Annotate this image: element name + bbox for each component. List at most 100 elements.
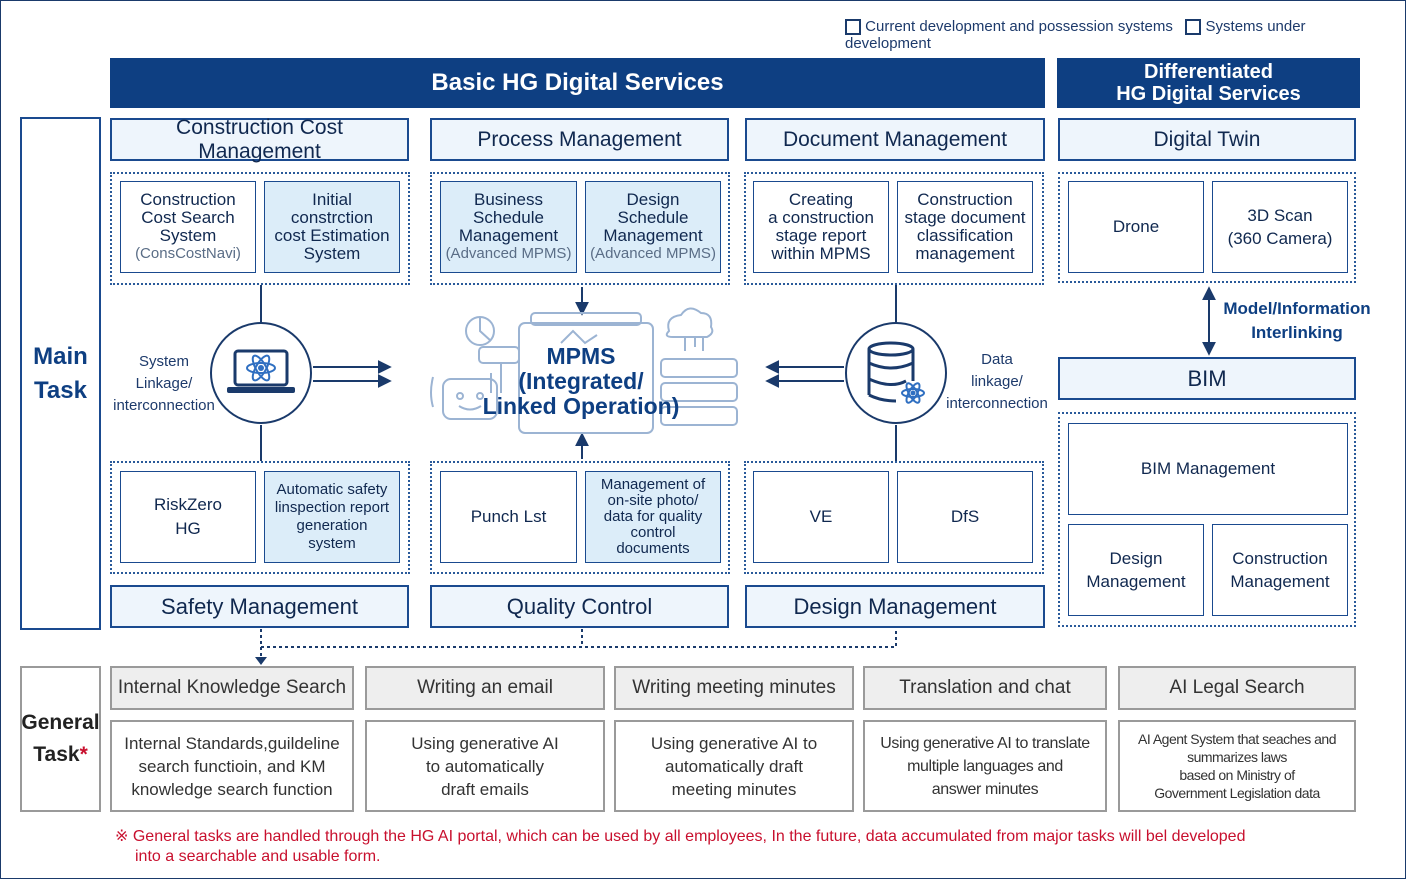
box-line: Management of [600, 476, 706, 493]
box-bim-management: BIM Management [1068, 423, 1348, 515]
box-line: control [630, 524, 676, 541]
box-dfs: DfS [897, 471, 1033, 563]
desc-line: knowledge search function [131, 779, 333, 799]
data-linkage-label: Data linkage/ interconnection [939, 347, 1055, 417]
box-line: data for quality [603, 508, 703, 525]
box-line: classification [916, 226, 1014, 245]
general-task-label: General Task* [20, 666, 101, 812]
box-line: Cost Search [141, 208, 235, 227]
header-bim: BIM [1058, 357, 1356, 400]
box-line: constrction [290, 208, 374, 227]
desc-line: Using generative AI [411, 733, 559, 753]
footnote-line: ※ General tasks are handled through the … [115, 828, 1246, 845]
box-line: system [308, 535, 356, 552]
box-line: linspection report [274, 499, 390, 516]
general-desc-translation: Using generative AI to translate multipl… [863, 720, 1107, 812]
general-title-knowledge-search: Internal Knowledge Search [110, 666, 354, 710]
header-safety-management: Safety Management [110, 585, 409, 628]
box-line: Automatic safety [276, 481, 388, 498]
general-desc-meeting-minutes: Using generative AI to automatically dra… [614, 720, 854, 812]
box-ve: VE [753, 471, 889, 563]
group-design [744, 461, 1044, 574]
group-quality [430, 461, 730, 574]
differentiated-services-title: Differentiated HG Digital Services [1057, 58, 1360, 108]
label-line: interconnection [946, 395, 1048, 412]
box-subline: (Advanced MPMS) [445, 245, 572, 262]
asterisk: * [79, 743, 88, 766]
box-line: Management [603, 226, 703, 245]
box-line: Construction [140, 190, 236, 209]
desc-line: answer minutes [931, 780, 1039, 798]
legend-swatch-current [845, 19, 861, 36]
database-atom-icon [845, 322, 947, 424]
mpms-line: MPMS [546, 342, 616, 369]
group-safety [110, 461, 410, 574]
general-title-translation: Translation and chat [863, 666, 1107, 710]
desc-line: Using generative AI to [650, 733, 818, 753]
header-design-management: Design Management [745, 585, 1045, 628]
desc-line: Government Legislation data [1154, 785, 1320, 801]
desc-line: summarizes laws [1187, 749, 1287, 765]
general-desc-legal-search: AI Agent System that seaches and summari… [1118, 720, 1356, 812]
box-onsite-photo-management: Management of on-site photo/ data for qu… [585, 471, 721, 563]
legend-swatch-under-dev [1185, 19, 1202, 36]
legend-current-label: Current development and possession syste… [865, 18, 1173, 35]
desc-line: based on Ministry of [1179, 767, 1295, 783]
main-task-line: Task [34, 376, 87, 404]
general-title-meeting-minutes: Writing meeting minutes [614, 666, 854, 710]
mpms-label: MPMS (Integrated/ Linked Operation) [461, 341, 701, 421]
dotted-connector [260, 629, 897, 659]
label-line: interconnection [113, 397, 215, 414]
box-line: Initial [312, 190, 352, 209]
header-process-management: Process Management [430, 118, 729, 161]
box-document-classification: Construction stage document classificati… [897, 181, 1033, 273]
box-line: Design [626, 190, 680, 209]
footnote: ※ General tasks are handled through the … [115, 827, 1395, 871]
general-desc-knowledge-search: Internal Standards,guildeline search fun… [110, 720, 354, 812]
box-line: HG [175, 519, 201, 538]
header-cost-management: Construction Cost Management [110, 116, 409, 163]
box-subline: (Advanced MPMS) [590, 245, 716, 262]
general-desc-email: Using generative AI to automatically dra… [365, 720, 605, 812]
box-line: documents [616, 540, 690, 557]
box-line: cost Estimation [274, 226, 390, 245]
box-business-schedule: Business Schedule Management (Advanced M… [440, 181, 577, 273]
box-line: Construction [1232, 549, 1328, 568]
label-line: Model/Information [1223, 299, 1371, 318]
box-line: VE [809, 507, 833, 526]
box-line: (360 Camera) [1227, 229, 1333, 248]
header-digital-twin: Digital Twin [1058, 118, 1356, 161]
group-cost [110, 172, 410, 285]
general-task-line: General [21, 711, 100, 734]
label-line: Interlinking [1251, 323, 1343, 342]
footnote-line: into a searchable and usable form. [135, 848, 381, 865]
box-line: Creating [788, 190, 854, 209]
mpms-line: (Integrated/ [518, 367, 644, 394]
box-subline: (ConsCostNavi) [135, 245, 241, 262]
box-line: System [303, 244, 361, 263]
box-punch-list: Punch Lst [440, 471, 577, 563]
legend: Current development and possession syste… [845, 18, 1395, 52]
group-bim [1058, 412, 1356, 627]
box-bim-construction-management: Construction Management [1212, 524, 1348, 616]
box-line: Schedule [473, 208, 544, 227]
group-document [744, 172, 1044, 285]
header-quality-control: Quality Control [430, 585, 729, 628]
box-line: Schedule [617, 208, 689, 227]
desc-line: draft emails [441, 779, 529, 799]
general-title-email: Writing an email [365, 666, 605, 710]
desc-line: Internal Standards,guildeline [124, 733, 340, 753]
mpms-line: Linked Operation) [482, 392, 680, 419]
box-design-schedule: Design Schedule Management (Advanced MPM… [585, 181, 721, 273]
box-construction-stage-report: Creating a construction stage report wit… [753, 181, 889, 273]
box-line: Punch Lst [470, 507, 547, 526]
box-drone: Drone [1068, 181, 1204, 273]
main-task-line: Main [33, 342, 88, 370]
box-line: System [159, 226, 217, 245]
system-linkage-label: System Linkage/ interconnection [105, 349, 223, 419]
label-line: linkage/ [971, 373, 1023, 390]
box-line: 3D Scan [1247, 206, 1313, 225]
box-bim-design-management: Design Management [1068, 524, 1204, 616]
